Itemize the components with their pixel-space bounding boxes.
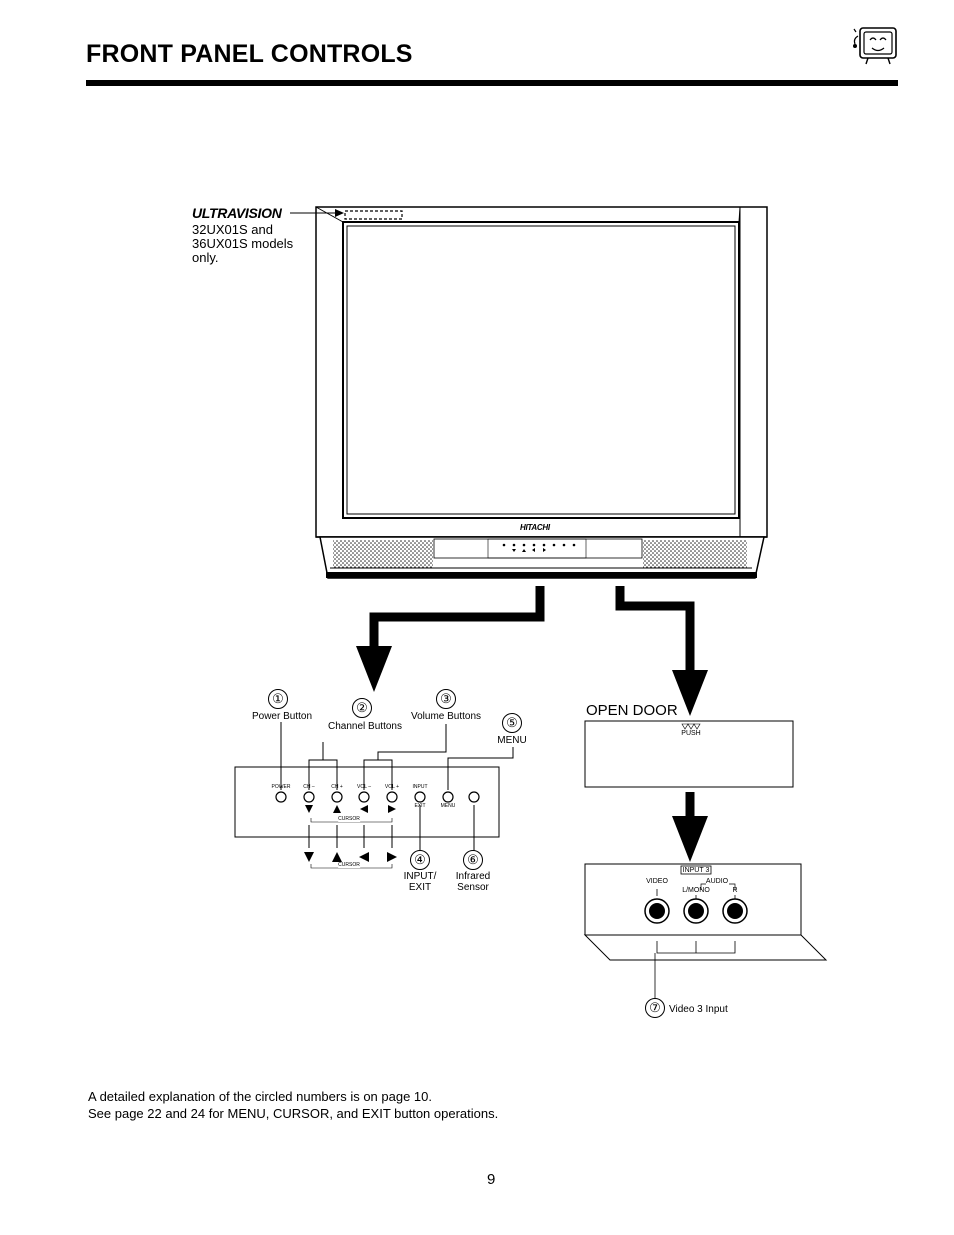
- callout-7-label: Video 3 Input: [669, 1004, 728, 1015]
- callout-1-number: ①: [268, 689, 288, 709]
- ultravision-note: 32UX01S and 36UX01S models only.: [192, 222, 294, 265]
- tv-icon: [853, 27, 897, 65]
- panel-label-menu: MENU: [440, 803, 456, 809]
- panel-label-input: INPUT: [412, 784, 428, 790]
- callout-2-label: Channel Buttons: [328, 721, 402, 732]
- r-jack-label: R: [732, 887, 738, 894]
- callout-4-label: INPUT/ EXIT: [403, 871, 437, 893]
- footer-note-1: A detailed explanation of the circled nu…: [88, 1089, 433, 1104]
- panel-label-exit: EXIT: [414, 803, 426, 809]
- video-jack-label: VIDEO: [646, 878, 668, 885]
- audio-label: AUDIO: [705, 878, 729, 885]
- panel-label-ch-plus: CH +: [331, 784, 343, 790]
- hitachi-logo: HITACHI: [520, 523, 550, 532]
- page-number: 9: [487, 1171, 496, 1188]
- callout-5-number: ⑤: [502, 713, 522, 733]
- push-label: PUSH: [681, 730, 701, 737]
- panel-label-vol-minus: VOL –: [357, 784, 371, 790]
- callout-6-label: Infrared Sensor: [455, 871, 491, 893]
- door-panel: [584, 720, 794, 788]
- l-mono-jack-label: L/MONO: [682, 887, 710, 894]
- panel-label-cursor-lower: CURSOR: [338, 862, 360, 868]
- arrow-to-door: [615, 586, 708, 716]
- footer-note-2: See page 22 and 24 for MENU, CURSOR, and…: [88, 1106, 499, 1121]
- panel-label-ch-minus: CH –: [303, 784, 315, 790]
- input-panel: [583, 863, 828, 998]
- title-rule: [86, 80, 898, 86]
- open-door-label: OPEN DOOR: [586, 702, 678, 719]
- ultravision-logo: ULTRAVISION: [192, 205, 282, 221]
- control-panel: [234, 766, 500, 838]
- panel-label-vol-plus: VOL +: [384, 784, 400, 790]
- input-3-label: INPUT 3: [682, 867, 710, 874]
- callout-3-label: Volume Buttons: [410, 711, 482, 722]
- tv-set: [315, 206, 768, 579]
- panel-label-cursor: CURSOR: [338, 816, 360, 822]
- callout-5-label: MENU: [497, 735, 527, 746]
- arrow-to-controls: [356, 586, 545, 692]
- callout-1-label: Power Button: [251, 711, 313, 722]
- page-title: FRONT PANEL CONTROLS: [86, 40, 413, 68]
- callout-3-number: ③: [436, 689, 456, 709]
- arrow-to-input-panel: [672, 792, 708, 862]
- callout-4-number: ④: [410, 850, 430, 870]
- callout-7-number: ⑦: [645, 998, 665, 1018]
- callout-6-number: ⑥: [463, 850, 483, 870]
- callout-2-number: ②: [352, 698, 372, 718]
- panel-label-power: POWER: [271, 784, 291, 790]
